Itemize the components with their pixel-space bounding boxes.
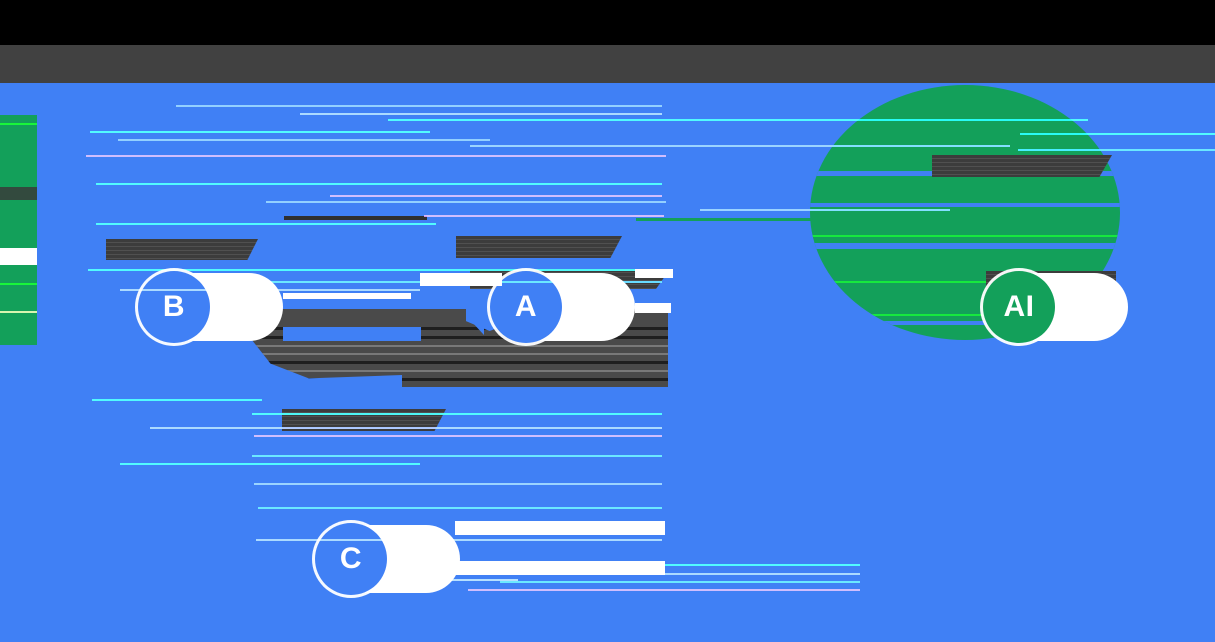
- node-ai-badge[interactable]: AI: [983, 271, 1055, 343]
- glitch-band: [283, 293, 411, 299]
- edge-b-to-a: [284, 216, 427, 220]
- node-b-badge[interactable]: B: [138, 271, 210, 343]
- glitch-band: [283, 327, 421, 341]
- diagram-node-ai[interactable]: AI: [983, 271, 1128, 343]
- edge-a-to-ai: [636, 218, 986, 221]
- left-edge-green-panel: [0, 115, 37, 345]
- glitch-band: [810, 321, 1120, 325]
- glitch-line: [0, 123, 37, 125]
- glitch-band: [810, 203, 1120, 207]
- glitch-line: [810, 281, 1120, 283]
- node-a-badge[interactable]: A: [490, 271, 562, 343]
- window-toolbar[interactable]: Untitled: [0, 45, 1215, 116]
- glitch-line: [236, 370, 668, 372]
- diagram-node-b[interactable]: B: [138, 271, 283, 343]
- diagram-node-c[interactable]: C: [315, 523, 460, 595]
- node-a-label: [456, 236, 622, 258]
- node-c-badge[interactable]: C: [315, 523, 387, 595]
- glitch-line: [0, 283, 37, 285]
- glitch-band: [455, 521, 665, 535]
- node-c-label: [282, 409, 446, 431]
- diagram-canvas[interactable]: B A C AI: [0, 83, 1215, 642]
- glitch-line: [236, 378, 668, 381]
- glitch-band: [810, 243, 1120, 249]
- glitch-band: [635, 269, 673, 278]
- glitch-line: [236, 327, 668, 330]
- diagram-node-a[interactable]: A: [490, 271, 635, 343]
- glitch-band: [0, 248, 37, 265]
- glitch-line: [236, 353, 668, 355]
- glitch-line: [236, 361, 668, 364]
- glitch-line: [810, 314, 1120, 316]
- glitch-line: [0, 311, 37, 313]
- glitch-line: [236, 345, 668, 347]
- glitch-line: [810, 235, 1120, 237]
- glitch-line: [236, 336, 668, 339]
- glitch-band: [420, 273, 502, 286]
- glitch-band: [283, 273, 423, 293]
- node-ai-label: [932, 155, 1112, 177]
- top-black-band: [0, 0, 1215, 45]
- node-b-label: [106, 239, 258, 260]
- glitch-band: [0, 187, 37, 200]
- glitch-band: [635, 303, 671, 313]
- glitch-band: [455, 561, 665, 575]
